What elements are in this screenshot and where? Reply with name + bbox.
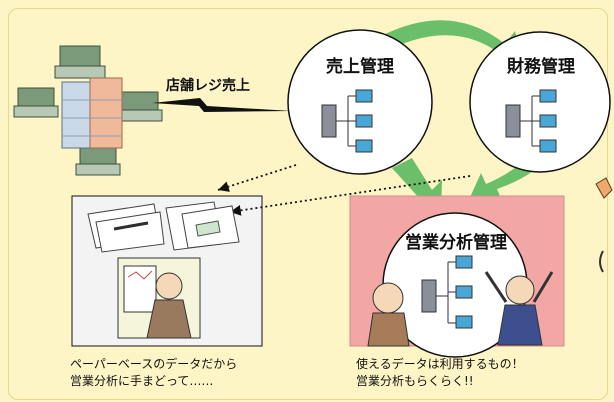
- paper-caption-line-1: ペーパーベースのデータだから: [70, 357, 238, 371]
- register-left-icon: [13, 87, 59, 118]
- store-register-sales-label: 店舗レジ売上: [166, 78, 250, 94]
- dotted-arrow-long: [229, 175, 471, 216]
- top-curved-arrow: [365, 20, 524, 68]
- analysis-caption-line-1: 使えるデータは利用するもの！: [356, 357, 524, 371]
- lightning-connector: [152, 98, 292, 112]
- paper-documents-illustration: [87, 201, 240, 253]
- register-top-icon: [54, 45, 106, 79]
- sales-analysis-management-label: 営業分析管理: [405, 233, 507, 253]
- partial-character-illustration: [595, 177, 613, 273]
- paper-caption-line-2: 営業分析に手まどって……: [70, 374, 214, 388]
- analysis-server-icon: [421, 255, 473, 329]
- sales-management-label: 売上管理: [326, 57, 394, 77]
- businessman-left-illustration: [367, 282, 410, 347]
- outer-frame: [8, 8, 608, 400]
- register-right-icon: [117, 91, 163, 122]
- finance-server-icon: [505, 89, 557, 153]
- analysis-caption-line-2: 営業分析もらくらく!!: [356, 374, 474, 388]
- sales-server-icon: [321, 89, 373, 153]
- store-building-icon: [61, 77, 123, 149]
- businessman-right-illustration: [484, 271, 554, 346]
- dotted-arrow-short: [217, 164, 297, 192]
- register-bottom-icon: [75, 145, 121, 176]
- frustrated-worker-illustration: [117, 257, 201, 339]
- finance-management-label: 財務管理: [507, 57, 575, 77]
